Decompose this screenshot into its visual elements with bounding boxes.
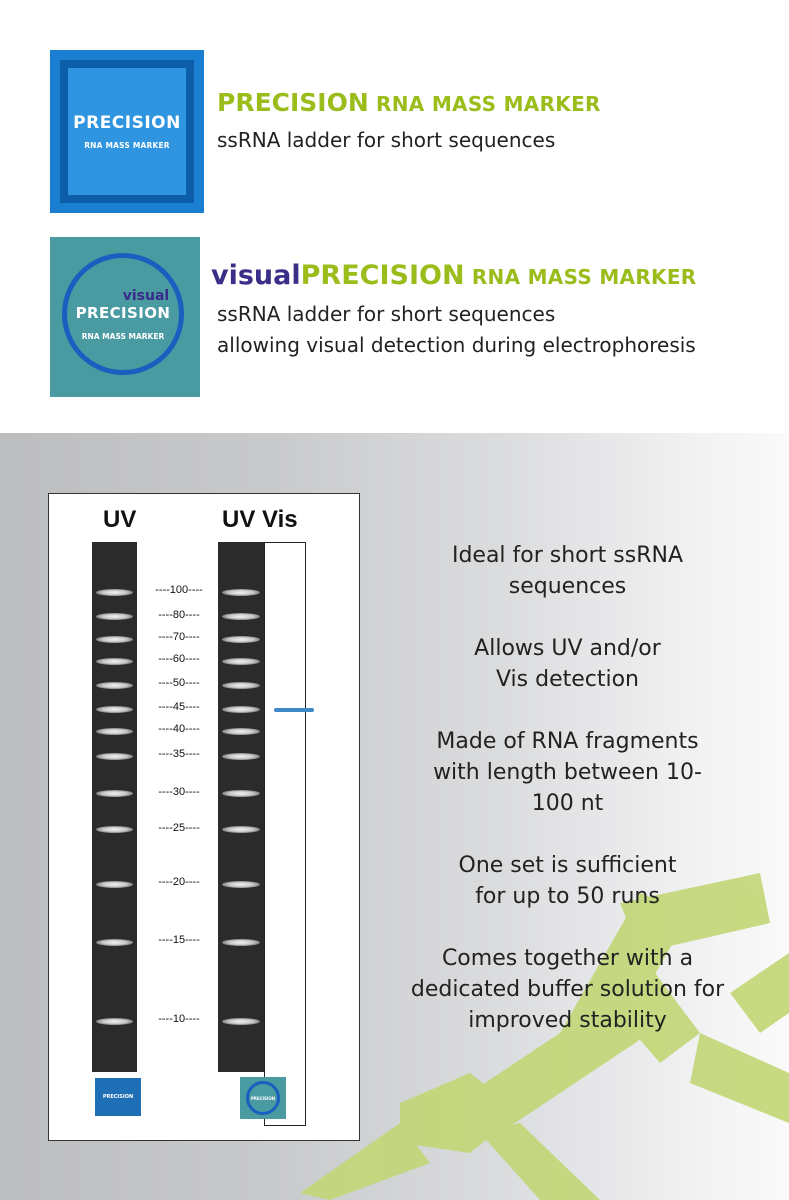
gel-band <box>222 682 260 689</box>
vis-detection-band <box>274 708 314 712</box>
title-main: PRECISION <box>217 88 369 117</box>
gel-band <box>222 826 260 833</box>
molecule-decoration <box>300 873 789 1200</box>
lane-label-uv: UV <box>103 506 137 533</box>
logo-word-marker: RNA MASS MARKER <box>84 141 170 150</box>
gel-band <box>96 790 133 797</box>
gel-band <box>222 658 260 665</box>
precision-logo-frame: PRECISION RNA MASS MARKER <box>60 60 194 203</box>
gel-band <box>96 826 133 833</box>
gel-band <box>96 728 133 735</box>
logo-word-marker: RNA MASS MARKER <box>81 331 165 341</box>
gel-band <box>222 1018 260 1025</box>
product-title-visual-precision: visualPRECISION RNA MASS MARKER <box>211 260 697 291</box>
size-marker-label: ----10---- <box>158 1013 200 1025</box>
feature-list: Ideal for short ssRNA sequences Allows U… <box>400 540 735 1067</box>
gel-band <box>96 682 133 689</box>
logo-word-visual: visual <box>122 287 170 304</box>
gel-band <box>96 1018 133 1025</box>
gel-band <box>96 753 133 760</box>
size-marker-label: ----100---- <box>155 584 203 596</box>
gel-band <box>96 613 133 620</box>
gel-lane-uv <box>92 542 137 1072</box>
size-marker-label: ----25---- <box>158 822 200 834</box>
gel-band <box>222 790 260 797</box>
gel-band <box>96 658 133 665</box>
mini-visual-precision-logo: PRECISION <box>240 1077 286 1119</box>
gel-lane-uv-vis <box>218 542 264 1072</box>
mini-logo-text: PRECISION <box>250 1095 276 1101</box>
size-marker-label: ----45---- <box>158 701 200 713</box>
size-marker-label: ----50---- <box>158 677 200 689</box>
gel-band <box>222 753 260 760</box>
logo-word-precision: PRECISION <box>75 303 171 322</box>
gel-band <box>222 939 260 946</box>
gel-band <box>222 706 260 713</box>
gel-band <box>96 706 133 713</box>
product-subtitle-line1: ssRNA ladder for short sequences <box>217 302 556 326</box>
logo-word-precision: PRECISION <box>73 113 181 133</box>
gel-band <box>96 636 133 643</box>
title-rest: RNA MASS MARKER <box>464 265 697 289</box>
visual-precision-logo: visual PRECISION RNA MASS MARKER <box>50 237 200 397</box>
feature-item: Made of RNA fragments with length betwee… <box>433 729 702 816</box>
mini-precision-logo: PRECISION <box>95 1078 141 1116</box>
lane-label-uv-vis: UV Vis <box>222 506 298 533</box>
precision-logo: PRECISION RNA MASS MARKER <box>50 50 204 213</box>
title-prefix: visual <box>211 260 301 291</box>
logo-ring: visual PRECISION RNA MASS MARKER <box>62 253 184 375</box>
size-marker-label: ----70---- <box>158 631 200 643</box>
feature-item: Allows UV and/or Vis detection <box>474 636 661 692</box>
gel-band <box>96 881 133 888</box>
product-subtitle-line2: allowing visual detection during electro… <box>217 333 696 357</box>
feature-item: Ideal for short ssRNA sequences <box>451 543 684 599</box>
size-marker-label: ----35---- <box>158 748 200 760</box>
title-rest: RNA MASS MARKER <box>368 92 601 116</box>
gel-band <box>222 728 260 735</box>
gel-band <box>222 636 260 643</box>
size-marker-label: ----40---- <box>158 723 200 735</box>
product-subtitle: ssRNA ladder for short sequences <box>217 128 556 152</box>
product-title-precision: PRECISION RNA MASS MARKER <box>217 88 601 117</box>
gel-band <box>222 613 260 620</box>
mini-logo-text: PRECISION <box>102 1094 134 1100</box>
size-marker-label: ----80---- <box>158 609 200 621</box>
title-main: PRECISION <box>300 260 465 291</box>
feature-item: One set is sufficient for up to 50 runs <box>458 853 677 909</box>
gel-band <box>222 589 260 596</box>
gel-band <box>222 881 260 888</box>
vis-detection-strip <box>264 542 306 1126</box>
size-marker-label: ----30---- <box>158 786 200 798</box>
gel-band <box>96 939 133 946</box>
gel-band <box>96 589 133 596</box>
feature-item: Comes together with a dedicated buffer s… <box>410 946 725 1033</box>
size-marker-label: ----20---- <box>158 876 200 888</box>
size-marker-label: ----60---- <box>158 653 200 665</box>
size-marker-label: ----15---- <box>158 934 200 946</box>
